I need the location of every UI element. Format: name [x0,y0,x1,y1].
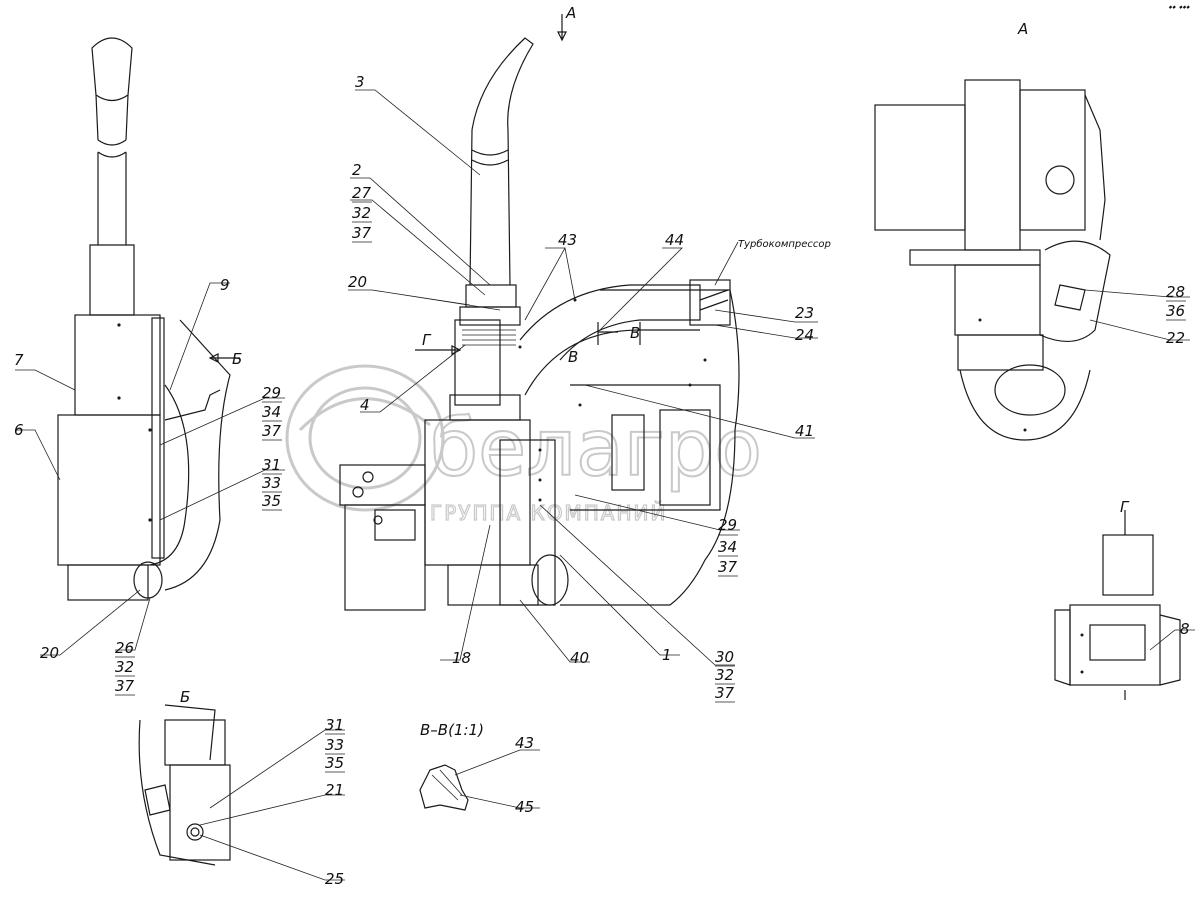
callout-26: 26 [115,639,134,657]
callout-20: 20 [348,273,367,291]
callout-2: 2 [352,161,362,179]
view-g [1054,510,1181,700]
callout-37: 37 [262,422,282,440]
view-g-arrow-label: Г [422,331,432,349]
watermark: белагро ГРУППА КОМПАНИЙ [285,364,763,526]
callout-4: 4 [360,396,370,414]
callout-37: 37 [718,558,738,576]
callout-32: 32 [115,658,134,676]
callout-31: 31 [262,456,281,474]
view-b [138,704,231,866]
callout-40: 40 [570,649,589,667]
section-v-label-right: В [630,324,640,342]
view-a-arrow-label: А [565,4,576,22]
callout-43: 43 [558,231,577,249]
left-side-view [57,37,240,601]
callout-30: 30 [715,648,734,666]
watermark-subtitle: ГРУППА КОМПАНИЙ [430,501,667,525]
section-v-label-left: В [568,348,578,366]
callout-25: 25 [325,870,344,888]
callout-18: 18 [452,649,471,667]
section-v-v [419,764,469,811]
turbocharger-label: Турбокомпрессор [738,238,831,250]
callout-23: 23 [795,304,814,322]
watermark-brand: белагро [430,404,762,494]
callout-35: 35 [325,754,344,772]
callout-31: 31 [325,716,344,734]
leader-lines [15,89,1195,881]
center-main-view [339,14,740,611]
view-b-title: Б [180,688,190,706]
callout-28: 28 [1166,283,1185,301]
callout-8: 8 [1180,620,1190,638]
callouts: 3 2 27 32 37 20 43 44 23 24 4 41 9 7 6 2… [14,73,1190,888]
callout-22: 22 [1166,329,1185,347]
callout-45: 45 [515,798,534,816]
view-a [874,79,1111,441]
callout-44: 44 [665,231,684,249]
callout-37: 37 [115,677,135,695]
view-a-title: А [1017,20,1028,38]
callout-37: 37 [352,224,372,242]
callout-7: 7 [14,351,24,369]
callout-27: 27 [352,184,372,202]
callout-41: 41 [795,422,814,440]
corner-mark: ⬩⬩ ⬩⬩⬩ [1168,2,1191,13]
callout-35: 35 [262,492,281,510]
callout-20: 20 [40,644,59,662]
callout-36: 36 [1166,302,1185,320]
callout-34: 34 [718,538,737,556]
callout-6: 6 [14,421,24,439]
view-labels: А А Б Б Г Г В В В–В(1:1) Турбокомпрессор… [180,2,1191,739]
callout-29: 29 [262,384,281,402]
callout-43: 43 [515,734,534,752]
callout-29: 29 [718,516,737,534]
callout-24: 24 [795,326,814,344]
callout-34: 34 [262,403,281,421]
callout-33: 33 [262,474,281,492]
view-g-title: Г [1120,498,1130,516]
callout-underlines [115,201,1186,773]
callout-9: 9 [220,276,230,294]
callout-32: 32 [715,666,734,684]
callout-21: 21 [325,781,344,799]
callout-3: 3 [355,73,365,91]
callout-37: 37 [715,684,735,702]
callout-32: 32 [352,204,371,222]
section-v-title: В–В(1:1) [420,721,484,739]
callout-1: 1 [662,646,672,664]
view-b-arrow-label: Б [232,350,242,368]
callout-33: 33 [325,736,344,754]
